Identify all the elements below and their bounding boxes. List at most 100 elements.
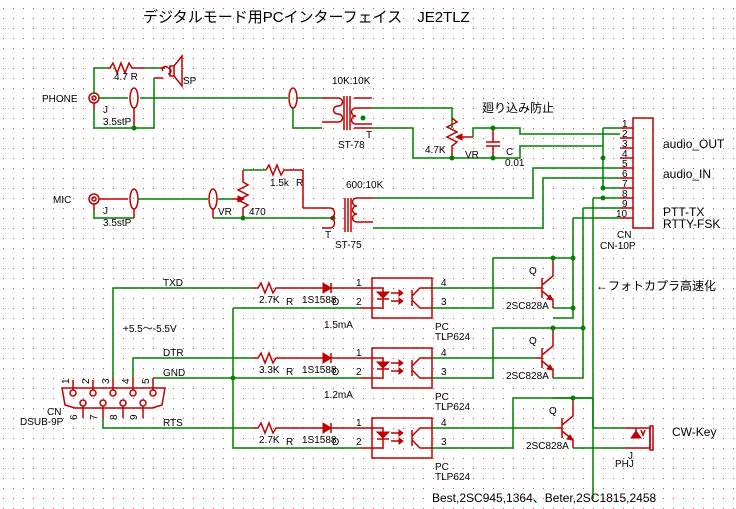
grid-dot	[423, 408, 424, 409]
grid-dot	[183, 228, 184, 229]
grid-dot	[253, 498, 254, 499]
grid-dot	[393, 338, 394, 339]
pin-number: 2	[356, 367, 362, 378]
grid-dot	[653, 308, 654, 309]
grid-dot	[733, 398, 734, 399]
dsub-pin-number: 1	[61, 378, 72, 384]
grid-dot	[253, 8, 254, 9]
grid-dot	[33, 428, 34, 429]
grid-dot	[473, 38, 474, 39]
grid-dot	[343, 418, 344, 419]
grid-dot	[683, 68, 684, 69]
grid-dot	[733, 238, 734, 239]
grid-dot	[413, 448, 414, 449]
grid-dot	[503, 8, 504, 9]
grid-dot	[233, 178, 234, 179]
grid-dot	[553, 488, 554, 489]
grid-dot	[203, 168, 204, 169]
grid-dot	[63, 438, 64, 439]
grid-dot	[213, 478, 214, 479]
grid-dot	[23, 238, 24, 239]
grid-dot	[243, 388, 244, 389]
grid-dot	[493, 168, 494, 169]
grid-dot	[93, 488, 94, 489]
grid-dot	[313, 248, 314, 249]
grid-dot	[563, 98, 564, 99]
grid-dot	[23, 18, 24, 19]
grid-dot	[663, 498, 664, 499]
grid-dot	[473, 298, 474, 299]
grid-dot	[733, 498, 734, 499]
grid-dot	[403, 298, 404, 299]
grid-dot	[653, 298, 654, 299]
grid-dot	[553, 198, 554, 199]
grid-dot	[553, 188, 554, 189]
grid-dot	[303, 88, 304, 89]
grid-dot	[593, 138, 594, 139]
grid-dot	[503, 368, 504, 369]
grid-dot	[603, 108, 604, 109]
grid-dot	[403, 8, 404, 9]
grid-dot	[683, 98, 684, 99]
grid-dot	[383, 98, 384, 99]
grid-dot	[73, 108, 74, 109]
grid-dot	[73, 118, 74, 119]
grid-dot	[643, 378, 644, 379]
grid-dot	[623, 258, 624, 259]
grid-dot	[313, 168, 314, 169]
grid-dot	[513, 38, 514, 39]
grid-dot	[43, 358, 44, 359]
grid-dot	[173, 78, 174, 79]
grid-dot	[143, 228, 144, 229]
grid-dot	[733, 408, 734, 409]
grid-dot	[473, 58, 474, 59]
grid-dot	[73, 148, 74, 149]
grid-dot	[273, 58, 274, 59]
grid-dot	[143, 88, 144, 89]
grid-dot	[703, 218, 704, 219]
grid-dot	[53, 328, 54, 329]
grid-dot	[283, 248, 284, 249]
grid-dot	[103, 398, 104, 399]
grid-dot	[503, 48, 504, 49]
grid-dot	[703, 108, 704, 109]
grid-dot	[483, 318, 484, 319]
grid-dot	[663, 48, 664, 49]
grid-dot	[213, 328, 214, 329]
grid-dot	[553, 148, 554, 149]
grid-dot	[713, 478, 714, 479]
grid-dot	[653, 418, 654, 419]
grid-dot	[643, 218, 644, 219]
grid-dot	[403, 358, 404, 359]
grid-dot	[183, 58, 184, 59]
grid-dot	[253, 258, 254, 259]
grid-dot	[183, 88, 184, 89]
grid-dot	[353, 128, 354, 129]
grid-dot	[583, 428, 584, 429]
grid-dot	[693, 448, 694, 449]
grid-dot	[213, 18, 214, 19]
grid-dot	[153, 188, 154, 189]
grid-dot	[543, 8, 544, 9]
grid-dot	[563, 8, 564, 9]
grid-dot	[703, 288, 704, 289]
grid-dot	[553, 278, 554, 279]
grid-dot	[193, 458, 194, 459]
grid-dot	[693, 328, 694, 329]
grid-dot	[673, 288, 674, 289]
grid-dot	[83, 498, 84, 499]
grid-dot	[723, 228, 724, 229]
grid-dot	[93, 458, 94, 459]
grid-dot	[433, 8, 434, 9]
dtr-label: DTR	[163, 348, 184, 359]
grid-dot	[3, 138, 4, 139]
grid-dot	[543, 478, 544, 479]
grid-dot	[573, 118, 574, 119]
grid-dot	[723, 28, 724, 29]
grid-dot	[103, 108, 104, 109]
grid-dot	[343, 388, 344, 389]
grid-dot	[83, 278, 84, 279]
grid-dot	[283, 388, 284, 389]
grid-dot	[593, 98, 594, 99]
grid-dot	[513, 8, 514, 9]
